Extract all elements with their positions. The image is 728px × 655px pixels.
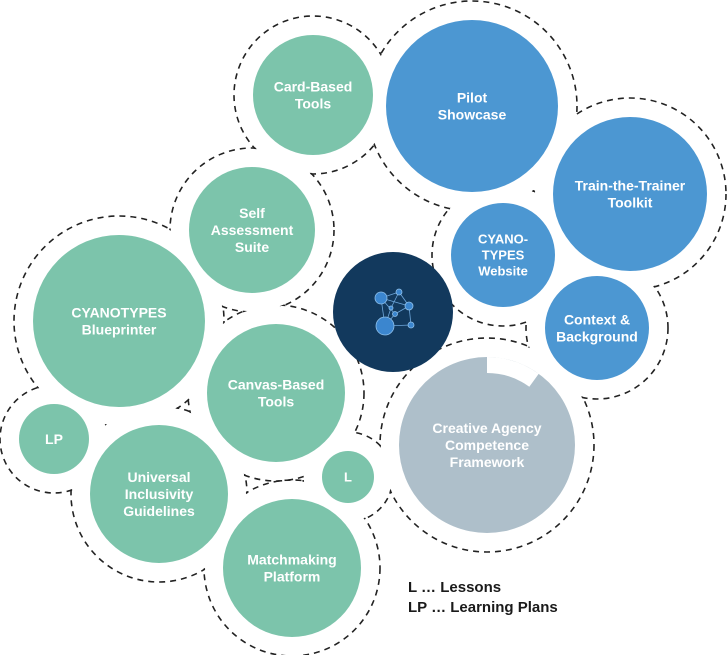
bubble-label: Context &: [564, 312, 630, 328]
bubble-l: L: [322, 451, 374, 503]
bubble-label: Inclusivity: [125, 486, 194, 502]
bubble-circle: [33, 235, 205, 407]
center-hub: [333, 252, 453, 372]
bubble-label: Toolkit: [608, 195, 653, 211]
bubble-label: Framework: [450, 454, 525, 470]
bubble-label: Tools: [295, 96, 332, 112]
legend-lessons: L … Lessons: [408, 579, 502, 596]
bubble-label: Competence: [445, 437, 529, 453]
dashed-outline: [366, 0, 578, 212]
bubble-label: CYANOTYPES: [71, 305, 166, 321]
bubble-circle: [90, 425, 228, 563]
bubble-label: L: [344, 470, 352, 485]
bubble-label: Creative Agency: [432, 420, 541, 436]
bubble-label: Card-Based: [274, 79, 353, 95]
dashed-outline: [13, 215, 225, 427]
network-node: [374, 291, 388, 305]
bubble-label: Background: [556, 329, 638, 345]
network-node: [407, 321, 415, 329]
bubble-label: LP: [45, 431, 63, 447]
bubble-circle: [322, 451, 374, 503]
bubble-label: Canvas-Based: [228, 377, 325, 393]
bubble-label: Assessment: [211, 222, 294, 238]
bubble-label: Platform: [264, 569, 321, 585]
bubble-circle: [399, 357, 575, 533]
bubble-label: Train-the-Trainer: [575, 178, 686, 194]
bubble-circle: [189, 167, 315, 293]
bubble-label: Blueprinter: [82, 322, 157, 338]
bubble-label: Showcase: [438, 107, 507, 123]
bubble-circle: [553, 117, 707, 271]
bubble-circle: [253, 35, 373, 155]
network-node: [404, 301, 414, 311]
bubble-lp: LP: [19, 404, 89, 474]
bubble-label: CYANO-: [478, 232, 528, 247]
dashed-outline: [169, 147, 335, 313]
bubble-circle: [386, 20, 558, 192]
bubble-circle: [545, 276, 649, 380]
legend: L … Lessons LP … Learning Plans: [408, 578, 558, 618]
bubble-label: Tools: [258, 394, 295, 410]
network-node: [375, 316, 395, 336]
network-node: [395, 288, 403, 296]
network-node: [388, 305, 394, 311]
bubble-circle: [207, 324, 345, 462]
bubble-label: Self: [239, 205, 265, 221]
network-node: [392, 311, 398, 317]
bubble-label: Pilot: [457, 90, 488, 106]
bubble-context-background: Context &Background: [545, 276, 649, 380]
bubble-circle: [19, 404, 89, 474]
network-icon: [374, 288, 415, 336]
bubble-label: Website: [478, 264, 528, 279]
bubble-label: Matchmaking: [247, 552, 336, 568]
legend-learning-plans: LP … Learning Plans: [408, 599, 558, 616]
bubble-circle: [223, 499, 361, 637]
bubble-label: Guidelines: [123, 503, 195, 519]
bubble-label: Universal: [127, 469, 190, 485]
bubble-label: TYPES: [482, 248, 525, 263]
bubble-label: Suite: [235, 239, 269, 255]
progress-gap-arc: [486, 357, 539, 387]
bubble-circle: [451, 203, 555, 307]
